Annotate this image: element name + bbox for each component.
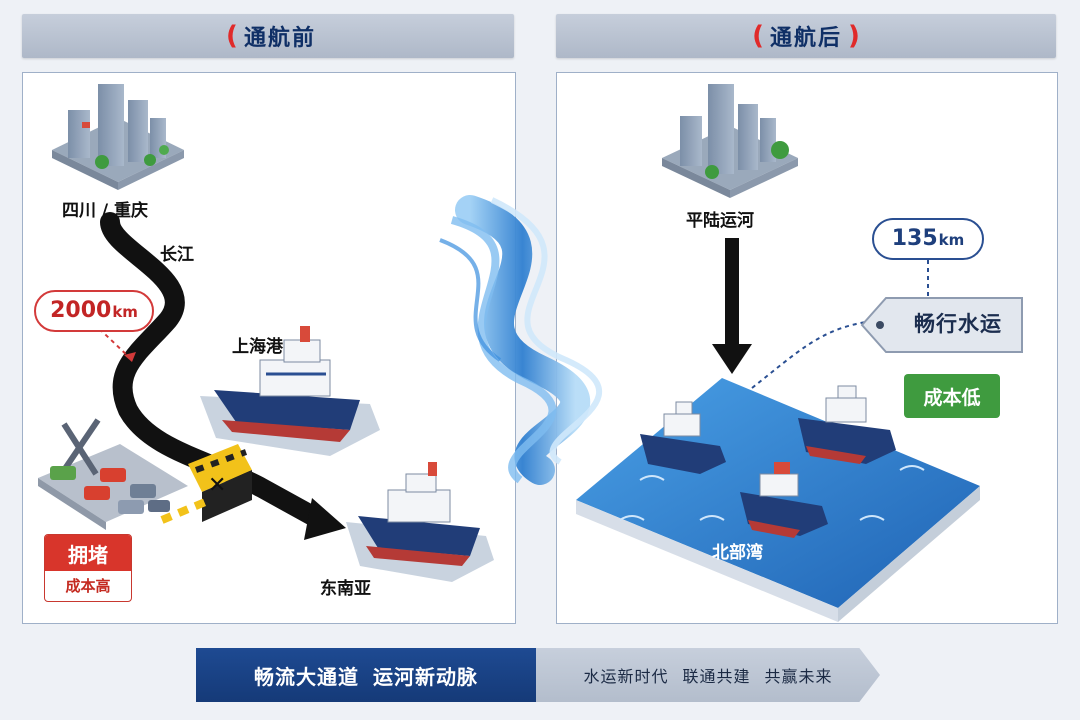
label-sichuan-chongqing: 四川 / 重庆: [62, 201, 149, 221]
header-after-title: 通航后: [769, 26, 842, 51]
sign-smooth-shipping: 畅行水运: [914, 312, 1002, 336]
water-swirl: [439, 195, 603, 485]
ship-icon-sea-2: [798, 385, 896, 464]
tag-high-cost: 成本高: [65, 577, 111, 595]
header-before-title: 通航前: [243, 26, 316, 51]
label-shanghai-port: 上海港: [232, 337, 283, 357]
congestion-tag: 拥堵 成本高: [44, 534, 132, 602]
low-cost-badge: 成本低: [904, 374, 1000, 418]
route-arrowhead: [304, 498, 346, 540]
header-before: ( 通航前: [22, 14, 514, 58]
city-icon-pinglu: [662, 84, 798, 198]
label-southeast-asia: 东南亚: [320, 579, 371, 599]
checkpoint-barrier-icon: ✕: [160, 444, 252, 524]
distance-badge-2000: 2000 km: [34, 290, 154, 332]
ship-icon-sea-1: [640, 401, 726, 474]
banner-slogan-4: 联通共建: [682, 667, 751, 686]
ship-icon-shanghai: [200, 326, 380, 456]
banner-slogan-5: 共赢未来: [764, 667, 833, 686]
tag-congestion: 拥堵: [45, 535, 131, 571]
banner-slogan-1: 畅流大通道: [254, 664, 359, 689]
banner-slogan-2: 运河新动脉: [373, 664, 478, 689]
yangtze-route: [100, 212, 330, 530]
distance-value: 2000: [50, 298, 112, 323]
header-bracket: (: [752, 21, 764, 51]
label-pinglu-canal: 平陆运河: [686, 211, 754, 231]
ship-icon-sea-3: [740, 462, 828, 538]
distance-badge-135: 135 km: [872, 218, 984, 260]
header-bracket: ): [848, 21, 860, 51]
banner-secondary: 水运新时代 联通共建 共赢未来: [536, 648, 880, 702]
label-beibu-gulf: 北部湾: [712, 543, 763, 563]
traffic-jam-icon: [38, 418, 188, 530]
distance-unit: km: [112, 303, 138, 321]
label-yangtze: 长江: [160, 245, 194, 265]
distance-value: 135: [891, 226, 938, 251]
ship-icon-southeast-asia: [346, 462, 494, 582]
signpost: [860, 297, 1023, 353]
distance-unit: km: [938, 231, 965, 249]
banner-main: 畅流大通道 运河新动脉: [196, 648, 536, 702]
city-icon-sichuan: [52, 84, 184, 190]
header-bracket: (: [226, 21, 238, 51]
banner-slogan-3: 水运新时代: [583, 667, 669, 686]
svg-text:✕: ✕: [208, 473, 226, 498]
header-after: ( 通航后 ): [556, 14, 1056, 58]
canal-arrowhead: [712, 344, 752, 374]
